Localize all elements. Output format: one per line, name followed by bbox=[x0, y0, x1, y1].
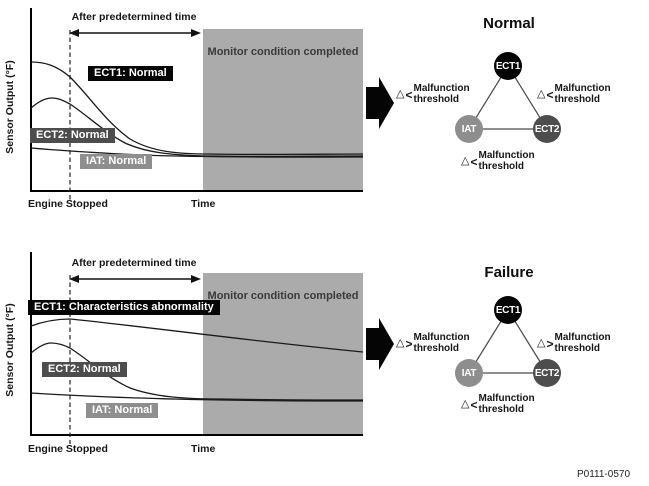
threshold-text: Malfunction threshold bbox=[554, 83, 611, 105]
section-title-failure: Failure bbox=[484, 264, 534, 281]
y-axis-label: Sensor Output (°F) bbox=[4, 303, 16, 397]
ect2-curve-label: ECT2: Normal bbox=[42, 362, 127, 377]
threshold-label-left: △ > Malfunction threshold bbox=[396, 332, 470, 354]
section-title-normal: Normal bbox=[483, 15, 535, 32]
iat-curve-normal bbox=[30, 147, 364, 158]
node-ect1: ECT1 bbox=[494, 52, 522, 80]
node-ect1: ECT1 bbox=[494, 296, 522, 324]
predetermined-time-arrow-normal bbox=[69, 29, 201, 37]
comparator: > bbox=[405, 336, 413, 351]
delta-icon: △ bbox=[537, 88, 546, 100]
predetermined-time-note: After predetermined time bbox=[71, 11, 197, 23]
node-ect2: ECT2 bbox=[533, 359, 561, 387]
predetermined-time-arrow-failure bbox=[69, 275, 201, 283]
monitor-condition-note: Monitor condition completed bbox=[207, 290, 359, 302]
threshold-text: Malfunction threshold bbox=[478, 150, 535, 172]
comparator: > bbox=[546, 336, 554, 351]
iat-curve-label: IAT: Normal bbox=[86, 403, 159, 418]
threshold-label-right: △ > Malfunction threshold bbox=[537, 332, 611, 354]
comparator: < bbox=[546, 87, 554, 102]
ect2-curve-failure bbox=[30, 342, 364, 401]
ect1-curve-label: ECT1: Characteristics abnormality bbox=[28, 300, 220, 315]
monitor-condition-note: Monitor condition completed bbox=[207, 46, 359, 58]
node-iat: IAT bbox=[455, 115, 483, 143]
comparator: < bbox=[470, 397, 478, 412]
monitor-region-normal bbox=[203, 29, 363, 191]
threshold-label-right: △ < Malfunction threshold bbox=[537, 83, 611, 105]
flow-arrow-icon-normal bbox=[366, 77, 394, 129]
time-axis-label: Time bbox=[191, 443, 216, 455]
threshold-label-left: △ < Malfunction threshold bbox=[396, 83, 470, 105]
threshold-label-bottom: △ < Malfunction threshold bbox=[461, 150, 535, 172]
delta-icon: △ bbox=[461, 398, 470, 410]
threshold-text: Malfunction threshold bbox=[413, 332, 470, 354]
threshold-label-bottom: △ < Malfunction threshold bbox=[461, 393, 535, 415]
monitor-region-failure bbox=[203, 273, 363, 435]
ect1-curve-failure bbox=[30, 318, 364, 353]
y-axis-label: Sensor Output (°F) bbox=[4, 60, 16, 154]
predetermined-time-note: After predetermined time bbox=[71, 257, 197, 269]
ect1-curve-label: ECT1: Normal bbox=[88, 66, 173, 81]
node-iat: IAT bbox=[455, 359, 483, 387]
threshold-text: Malfunction threshold bbox=[478, 393, 535, 415]
ect2-curve-label: ECT2: Normal bbox=[30, 128, 115, 143]
comparator: < bbox=[470, 154, 478, 169]
node-ect2: ECT2 bbox=[533, 115, 561, 143]
delta-icon: △ bbox=[396, 337, 405, 349]
iat-curve-label: IAT: Normal bbox=[80, 154, 153, 169]
delta-icon: △ bbox=[396, 88, 405, 100]
delta-icon: △ bbox=[461, 155, 470, 167]
threshold-text: Malfunction threshold bbox=[554, 332, 611, 354]
threshold-text: Malfunction threshold bbox=[413, 83, 470, 105]
comparator: < bbox=[405, 87, 413, 102]
time-axis-label: Time bbox=[191, 198, 216, 210]
flow-arrow-icon-failure bbox=[366, 318, 394, 370]
engine-stopped-label: Engine Stopped bbox=[28, 198, 108, 210]
ect1-curve-normal bbox=[30, 61, 364, 156]
iat-curve-failure bbox=[30, 392, 364, 402]
figure-code: P0111-0570 bbox=[577, 469, 631, 480]
engine-stopped-label: Engine Stopped bbox=[28, 443, 108, 455]
delta-icon: △ bbox=[537, 337, 546, 349]
